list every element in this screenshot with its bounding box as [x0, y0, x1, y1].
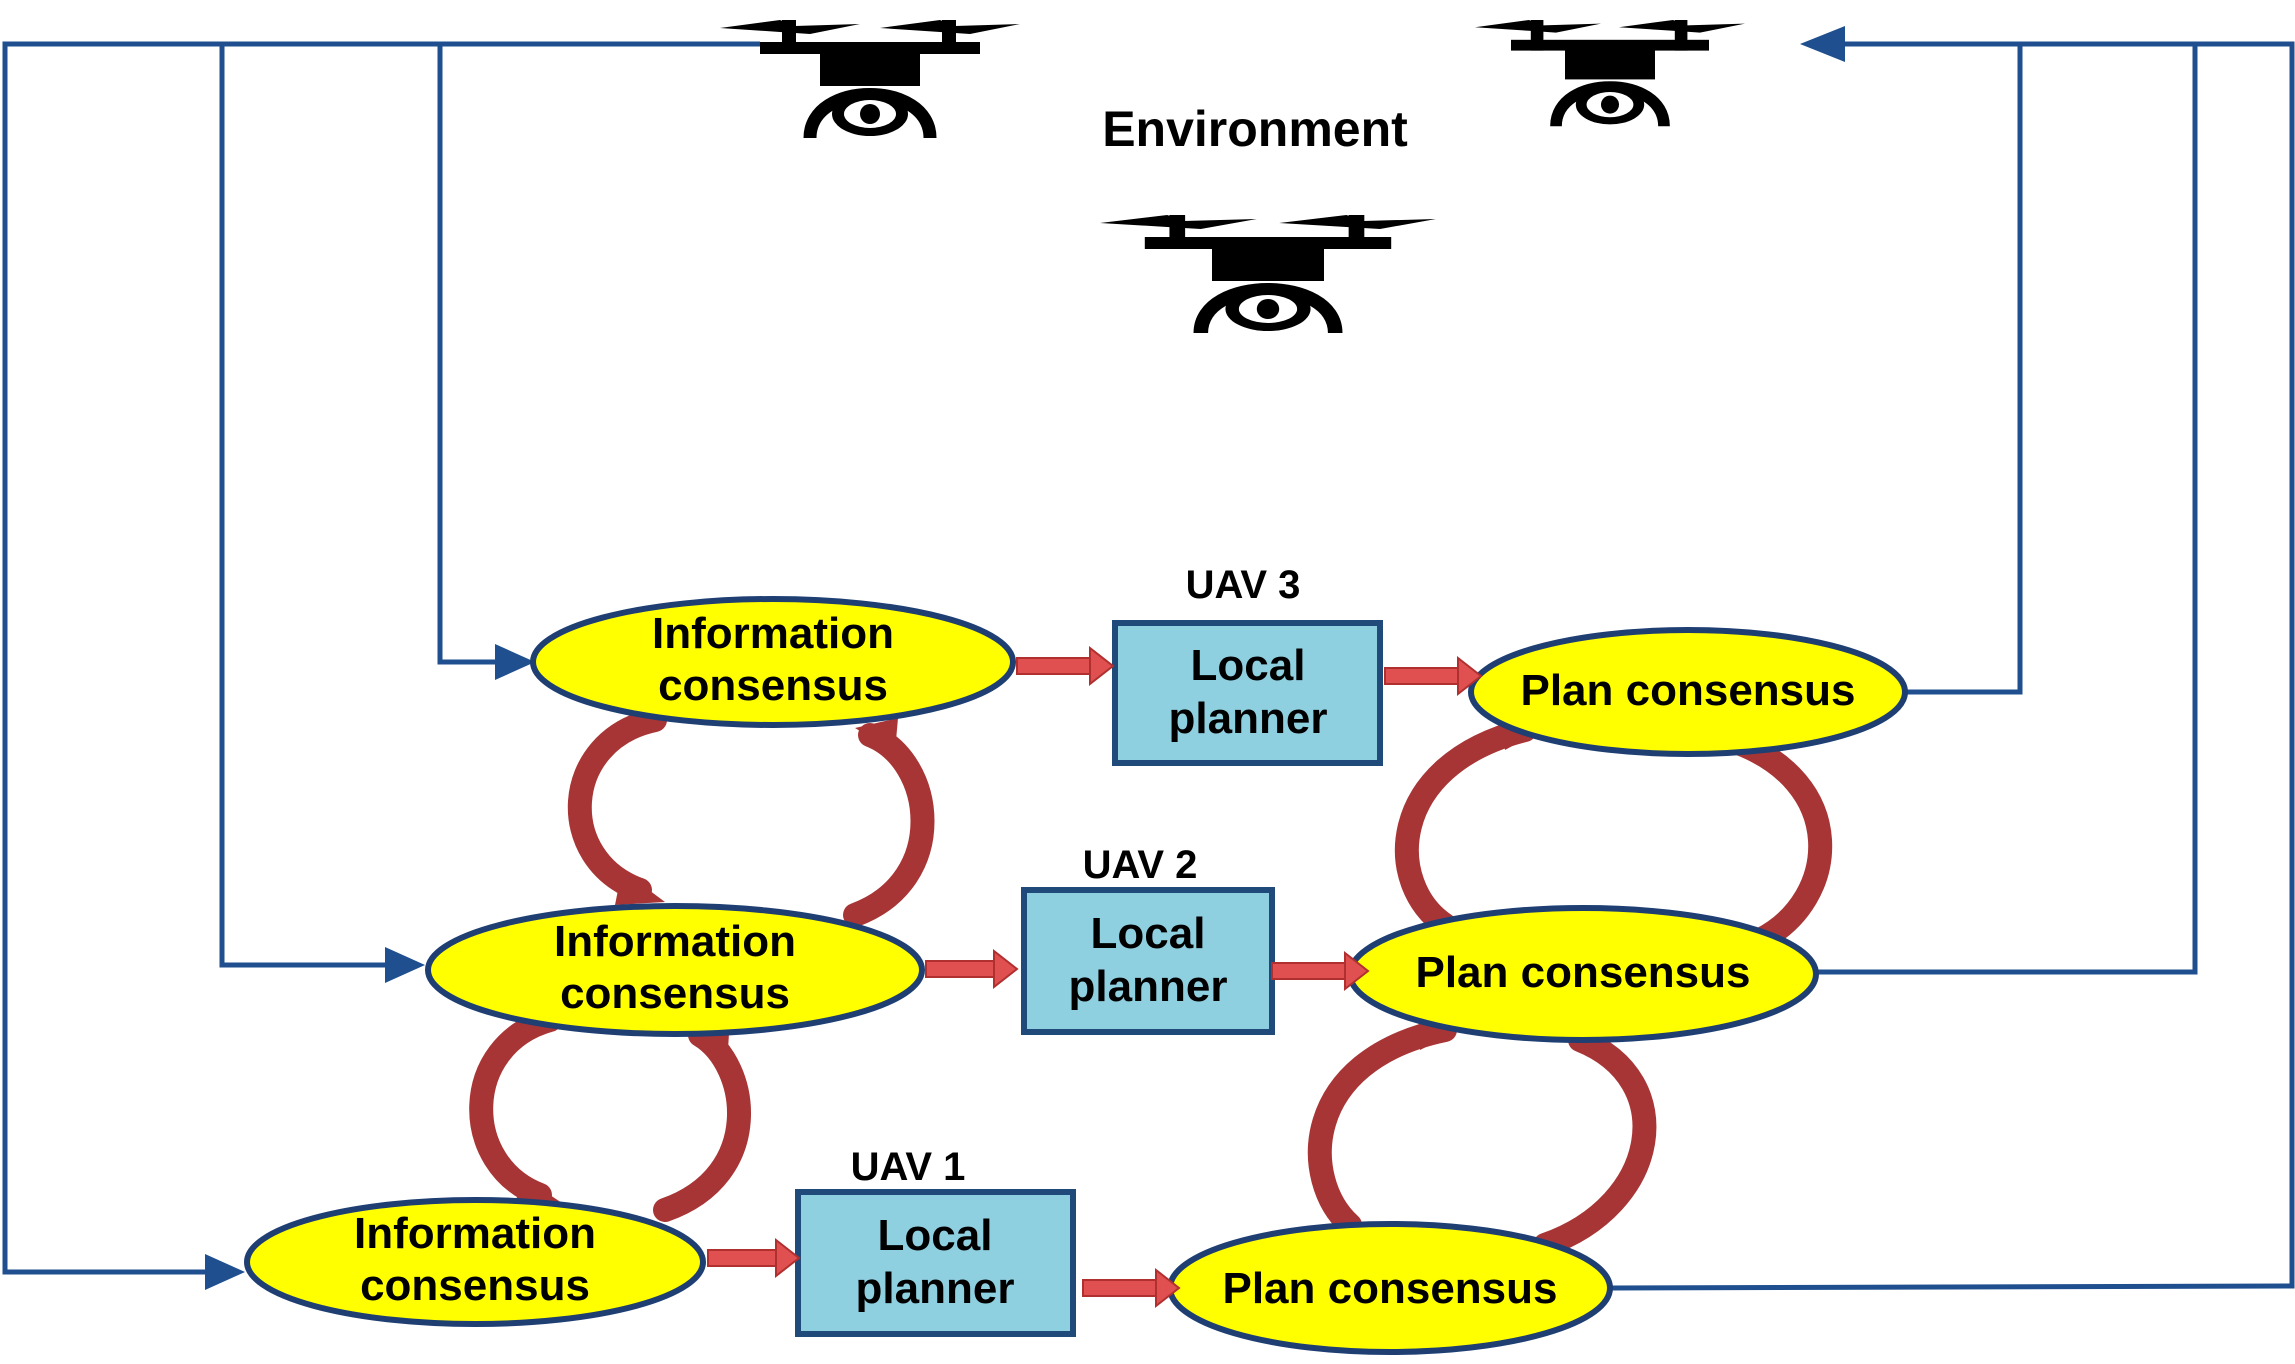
- info-consensus-1-line2: consensus: [360, 1261, 590, 1310]
- local-planner-3: [1112, 620, 1383, 766]
- local-planner-3-line2: planner: [1169, 694, 1328, 743]
- feedback-lines-left: [2, 41, 760, 1290]
- feedback-lines-right: [1609, 26, 2295, 1291]
- info-consensus-1: [244, 1197, 706, 1327]
- info-consensus-1-line1: Information: [354, 1209, 596, 1258]
- uav-1-row: UAV 1 Information consensus Local planne…: [244, 1145, 1613, 1355]
- info-consensus-2: [425, 903, 925, 1037]
- uav-1-label: UAV 1: [851, 1145, 966, 1189]
- flow-arrow: [1082, 1267, 1181, 1309]
- flow-arrow: [925, 948, 1019, 990]
- flow-arrow: [707, 1237, 801, 1279]
- plan-consensus-3: [1468, 627, 1908, 757]
- local-planner-1: [795, 1189, 1076, 1337]
- flow-arrow: [1271, 950, 1370, 992]
- drone-icon: [1100, 215, 1436, 333]
- uav-2-label: UAV 2: [1083, 843, 1198, 887]
- drone-icon: [720, 20, 1020, 138]
- flow-arrow: [1016, 645, 1115, 687]
- plan-consensus-3-label: Plan consensus: [1520, 666, 1855, 715]
- plan-consensus-2-label: Plan consensus: [1415, 948, 1750, 997]
- drone-icon: [1475, 20, 1745, 126]
- info-consensus-3-line2: consensus: [658, 661, 888, 710]
- local-planner-1-line1: Local: [878, 1211, 993, 1260]
- local-planner-1-line2: planner: [856, 1264, 1015, 1313]
- local-planner-2-line2: planner: [1069, 962, 1228, 1011]
- local-planner-3-line1: Local: [1191, 641, 1306, 690]
- uav-2-row: UAV 2 Information consensus Local planne…: [425, 843, 1819, 1043]
- info-consensus-2-line2: consensus: [560, 969, 790, 1018]
- info-consensus-2-line1: Information: [554, 917, 796, 966]
- local-planner-2-line1: Local: [1091, 909, 1206, 958]
- flow-arrow: [1384, 655, 1483, 697]
- local-planner-2: [1021, 887, 1275, 1035]
- environment-label: Environment: [1102, 101, 1408, 157]
- plan-consensus-1-label: Plan consensus: [1222, 1264, 1557, 1313]
- info-consensus-3-line1: Information: [652, 609, 894, 658]
- uav-3-row: UAV 3 Information consensus Local planne…: [530, 563, 1908, 766]
- uav-3-label: UAV 3: [1186, 563, 1301, 607]
- info-cycle-arrows: [469, 708, 935, 1222]
- info-consensus-3: [530, 596, 1016, 728]
